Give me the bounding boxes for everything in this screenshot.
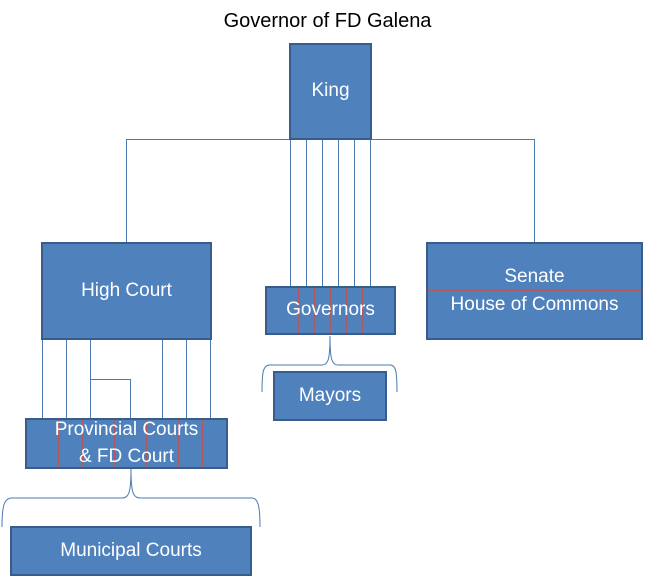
node-governors-label: Governors <box>286 299 375 321</box>
node-governors[interactable]: Governors <box>265 286 396 335</box>
connector-elbow <box>90 379 131 419</box>
node-municipal-courts[interactable]: Municipal Courts <box>10 526 252 576</box>
node-provincial-courts[interactable]: Provincial Courts & FD Court <box>25 418 228 469</box>
node-provincial-courts-label: Provincial Courts <box>54 418 199 440</box>
node-municipal-courts-label: Municipal Courts <box>60 539 202 561</box>
node-senate-label: Senate <box>504 265 565 287</box>
brace-provincial-municipal <box>1 468 261 528</box>
brace-governors-mayors <box>261 335 398 393</box>
node-king[interactable]: King <box>289 43 372 140</box>
node-house-of-commons-label: House of Commons <box>450 294 619 315</box>
node-mayors[interactable]: Mayors <box>273 371 387 421</box>
node-high-court-label: High Court <box>81 279 172 301</box>
node-high-court[interactable]: High Court <box>41 242 212 340</box>
chart-title: Governor of FD Galena <box>223 10 432 32</box>
node-senate[interactable]: Senate House of Commons <box>426 242 643 340</box>
node-fd-court-label: & FD Court <box>78 445 175 467</box>
node-mayors-label: Mayors <box>298 384 362 406</box>
node-king-label: King <box>311 80 350 102</box>
